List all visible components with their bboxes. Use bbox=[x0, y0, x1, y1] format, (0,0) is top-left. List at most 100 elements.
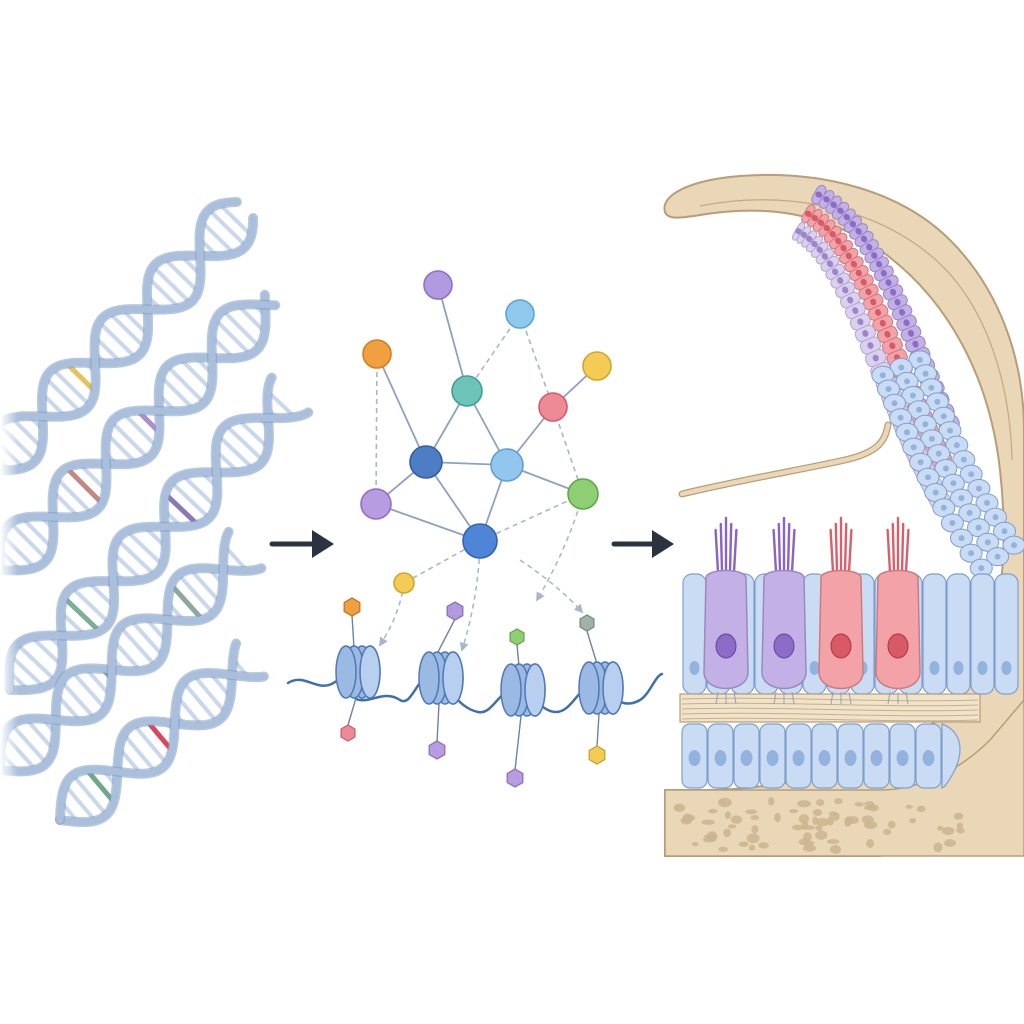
cell-nucleus bbox=[977, 661, 988, 675]
cell-nucleus bbox=[860, 235, 868, 243]
bone-pore bbox=[854, 801, 864, 807]
bone-pore bbox=[727, 824, 737, 829]
cell-nucleus bbox=[804, 210, 812, 218]
cell-nucleus bbox=[910, 444, 917, 451]
band-cell bbox=[818, 219, 836, 237]
cell-nucleus bbox=[922, 370, 929, 377]
network-node bbox=[567, 478, 599, 510]
network-node bbox=[362, 339, 392, 369]
histone-tail bbox=[514, 715, 522, 771]
network-node bbox=[423, 270, 453, 300]
bone-pore bbox=[933, 842, 943, 853]
hair-cell-nucleus bbox=[830, 633, 852, 659]
cell-nucleus bbox=[835, 237, 842, 245]
nerve-fiber bbox=[773, 691, 777, 705]
nucleosome-disc bbox=[335, 645, 357, 699]
network-node bbox=[462, 523, 498, 559]
bone-pore bbox=[767, 797, 775, 806]
bone-pore bbox=[718, 846, 728, 852]
cell-nucleus bbox=[916, 406, 922, 413]
cell-nucleus bbox=[816, 246, 823, 254]
nucleosome bbox=[500, 663, 546, 717]
cell-nucleus bbox=[929, 661, 940, 675]
nucleosome-disc bbox=[500, 663, 522, 717]
bone-pore bbox=[719, 799, 726, 804]
histone-tail bbox=[347, 697, 357, 726]
cell-nucleus bbox=[898, 364, 905, 371]
network-node bbox=[451, 375, 483, 407]
network-node bbox=[360, 488, 392, 520]
cell-nucleus bbox=[891, 400, 898, 407]
gene-regulatory-network bbox=[360, 270, 612, 652]
cell-nucleus bbox=[889, 288, 897, 296]
bone-pore bbox=[861, 815, 874, 824]
cell-nucleus bbox=[811, 240, 818, 248]
cell-nucleus bbox=[889, 342, 896, 350]
bone-pore bbox=[883, 828, 892, 836]
stereocilium bbox=[829, 528, 835, 574]
bone-pore bbox=[816, 799, 825, 807]
network-edge-dashed bbox=[403, 540, 481, 584]
stereocilium bbox=[790, 528, 796, 574]
network-edge-dashed bbox=[375, 353, 378, 505]
cell-nucleus bbox=[958, 535, 965, 542]
cell-nucleus bbox=[947, 427, 953, 434]
bone-pore bbox=[815, 825, 823, 831]
nucleosome bbox=[578, 661, 624, 715]
membrane-fiber bbox=[681, 707, 979, 712]
bone-pore bbox=[956, 822, 963, 829]
cell-nucleus bbox=[978, 565, 985, 572]
bone-pore bbox=[905, 804, 913, 809]
cell-nucleus bbox=[894, 298, 901, 306]
stereocilium bbox=[719, 522, 724, 574]
cell-nucleus bbox=[874, 309, 882, 316]
bone-pore bbox=[797, 800, 811, 808]
cell-nucleus bbox=[809, 661, 820, 675]
cell-nucleus bbox=[817, 219, 825, 226]
cell-nucleus bbox=[1011, 542, 1017, 549]
bone-pore bbox=[748, 844, 756, 851]
network-edge-dashed bbox=[519, 313, 554, 408]
cell-nucleus bbox=[1001, 661, 1012, 675]
cell-nucleus bbox=[935, 450, 942, 457]
cell-nucleus bbox=[922, 421, 929, 428]
membrane-fiber bbox=[681, 702, 979, 707]
cell-nucleus bbox=[842, 286, 849, 294]
cell-nucleus bbox=[826, 260, 834, 268]
stereocilium bbox=[843, 522, 848, 574]
wall-inner-line bbox=[699, 199, 1013, 461]
band-cell bbox=[830, 272, 851, 289]
cell-nucleus bbox=[862, 330, 869, 337]
stereocilium bbox=[900, 522, 905, 574]
hair-cell-nucleus bbox=[715, 633, 737, 659]
cell-nucleus bbox=[896, 750, 909, 766]
cell-nucleus bbox=[885, 279, 892, 287]
bone-pore bbox=[941, 826, 955, 836]
nucleosome bbox=[418, 651, 464, 705]
stereocilium bbox=[714, 528, 720, 574]
basilar-membrane bbox=[679, 693, 981, 723]
cell-nucleus bbox=[879, 372, 886, 379]
nerve-fiber bbox=[715, 691, 719, 705]
cell-nucleus bbox=[940, 413, 947, 420]
cell-nucleus bbox=[840, 244, 847, 252]
cell-nucleus bbox=[922, 750, 935, 766]
cell-nucleus bbox=[740, 750, 753, 766]
cell-nucleus bbox=[880, 269, 887, 277]
network-node bbox=[505, 299, 535, 329]
network-node bbox=[409, 445, 443, 479]
bone-pore bbox=[936, 825, 944, 831]
band-cell bbox=[834, 240, 853, 257]
hair-cell-body bbox=[818, 569, 864, 690]
cell-nucleus bbox=[823, 196, 830, 203]
cell-nucleus bbox=[857, 318, 864, 326]
cell-nucleus bbox=[966, 509, 973, 516]
bone-pore bbox=[829, 845, 842, 854]
epigenetic-mark bbox=[428, 740, 446, 760]
supporting-cell bbox=[970, 573, 995, 695]
band-cell bbox=[844, 256, 864, 273]
cell-nucleus bbox=[949, 520, 956, 526]
stereocilium bbox=[732, 528, 738, 574]
cell-nucleus bbox=[942, 465, 949, 472]
network-edge bbox=[376, 353, 427, 463]
